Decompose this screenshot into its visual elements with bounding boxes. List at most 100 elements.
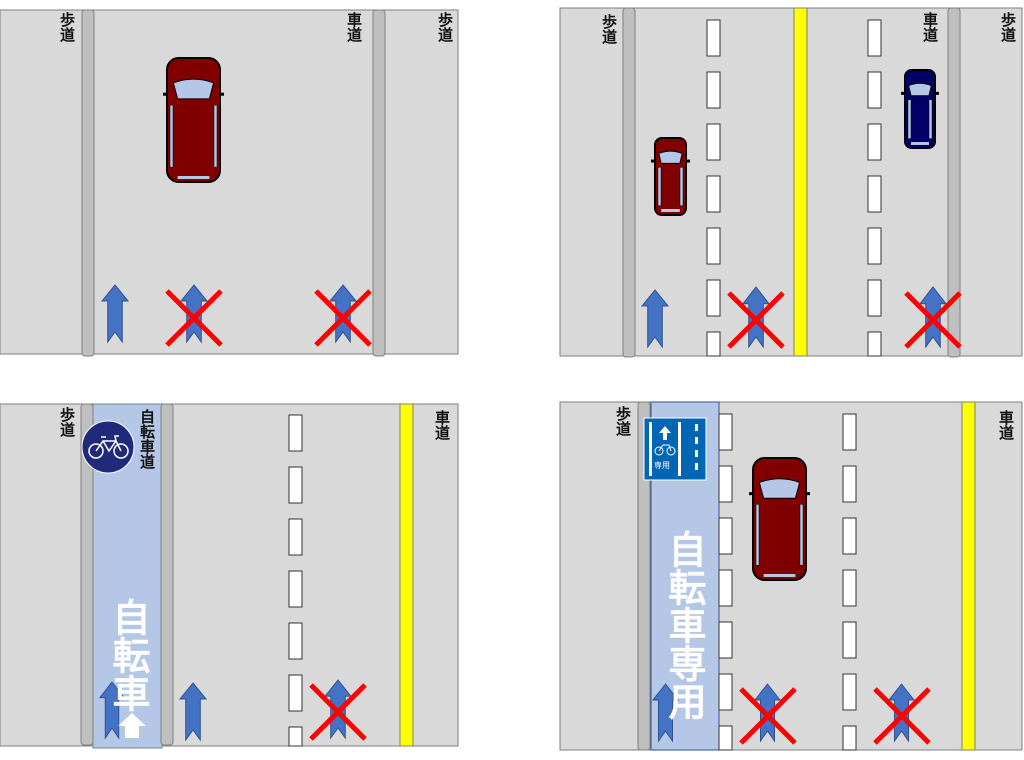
car-icon bbox=[901, 69, 939, 149]
arrow-shape bbox=[98, 681, 126, 740]
label-sidewalk: 歩道 bbox=[600, 14, 618, 44]
arrow-up-icon bbox=[100, 284, 130, 344]
lane-dash bbox=[706, 71, 721, 109]
bike-lane-marking: 自転車 bbox=[106, 598, 150, 712]
lane-dash bbox=[288, 622, 303, 660]
sign-dash bbox=[695, 424, 698, 431]
side-window bbox=[755, 504, 760, 566]
rear-window bbox=[177, 176, 210, 179]
bicycle-icon bbox=[88, 435, 129, 459]
sign-text: 専用 bbox=[654, 461, 670, 470]
side-window bbox=[799, 504, 804, 566]
center-line bbox=[399, 403, 414, 747]
lane-dash bbox=[842, 725, 857, 751]
lane-dash bbox=[706, 123, 721, 161]
lane-dash bbox=[842, 569, 857, 607]
curb bbox=[947, 7, 961, 358]
prohibited-x-icon bbox=[727, 291, 785, 349]
bicycle-icon bbox=[654, 444, 676, 456]
sign-dash bbox=[695, 450, 698, 457]
car-body bbox=[752, 457, 807, 581]
sign-line bbox=[649, 422, 652, 476]
lane-dash bbox=[706, 175, 721, 213]
sign-arrow-icon bbox=[659, 426, 671, 440]
x-stroke bbox=[314, 289, 372, 347]
windshield bbox=[758, 478, 801, 499]
center-line bbox=[793, 7, 808, 357]
side-window bbox=[907, 99, 912, 139]
lane-dash bbox=[867, 227, 882, 265]
label-sidewalk: 歩道 bbox=[58, 12, 76, 42]
lane-dash bbox=[718, 413, 733, 451]
wheel bbox=[654, 446, 664, 456]
label-roadway: 車道 bbox=[997, 410, 1015, 440]
lane-dash bbox=[718, 569, 733, 607]
side-window bbox=[679, 167, 684, 207]
x-stroke bbox=[904, 291, 962, 349]
windshield bbox=[172, 78, 215, 100]
label-bike-track: 自転車道 bbox=[138, 409, 156, 469]
road-panel-3 bbox=[0, 403, 459, 747]
curb bbox=[160, 403, 174, 746]
lane-dash bbox=[842, 621, 857, 659]
lane-dash bbox=[288, 674, 303, 712]
arrow-shape bbox=[640, 289, 670, 349]
lane-dash bbox=[718, 673, 733, 711]
label-sidewalk: 歩道 bbox=[999, 12, 1017, 42]
label-sidewalk: 歩道 bbox=[436, 12, 454, 42]
lane-dash bbox=[718, 621, 733, 659]
center-line bbox=[961, 401, 976, 751]
lane-dash bbox=[288, 414, 303, 452]
lane-dash bbox=[288, 570, 303, 608]
x-stroke bbox=[727, 291, 785, 349]
label-roadway: 車道 bbox=[345, 12, 363, 42]
prohibited-x-icon bbox=[314, 289, 372, 347]
lane-dash bbox=[288, 726, 303, 747]
lane-dash bbox=[842, 413, 857, 451]
lane-dash bbox=[867, 279, 882, 317]
rear-window bbox=[911, 142, 929, 145]
sign-line bbox=[678, 422, 681, 476]
lane-dash bbox=[842, 517, 857, 555]
label-roadway: 車道 bbox=[921, 12, 939, 42]
x-stroke bbox=[309, 683, 367, 741]
arrow-up-icon bbox=[651, 683, 680, 743]
wheel bbox=[88, 443, 104, 459]
label-roadway: 車道 bbox=[433, 410, 451, 440]
curb bbox=[637, 401, 651, 751]
sign-dash bbox=[695, 437, 698, 444]
lane-dash bbox=[718, 725, 733, 751]
x-stroke bbox=[165, 289, 223, 347]
lane-dash bbox=[718, 517, 733, 555]
curb bbox=[372, 9, 386, 357]
car-body bbox=[166, 57, 221, 183]
label-sidewalk: 歩道 bbox=[614, 406, 632, 436]
lane-dash bbox=[706, 19, 721, 57]
prohibited-x-icon bbox=[309, 683, 367, 741]
bike-lane-marking: 自転車専用 bbox=[662, 530, 706, 720]
curb bbox=[622, 7, 636, 358]
side-window bbox=[928, 99, 933, 139]
x-stroke bbox=[873, 687, 931, 745]
wheel bbox=[113, 443, 129, 459]
frame bbox=[95, 435, 122, 453]
car-icon bbox=[749, 457, 810, 581]
lane-dash bbox=[867, 331, 882, 357]
lane-dash bbox=[288, 466, 303, 504]
arrow-up-icon bbox=[640, 289, 670, 349]
lane-dash bbox=[842, 673, 857, 711]
x-stroke bbox=[739, 687, 797, 745]
prohibited-x-icon bbox=[739, 687, 797, 745]
lane-dash bbox=[706, 331, 721, 357]
white-arrow-marking bbox=[118, 713, 146, 738]
road-panel-1 bbox=[0, 9, 459, 355]
curb bbox=[81, 9, 95, 357]
prohibited-x-icon bbox=[165, 289, 223, 347]
prohibited-x-icon bbox=[904, 291, 962, 349]
arrow-shape bbox=[100, 284, 130, 344]
arrow-shape bbox=[651, 683, 680, 743]
lane-dash bbox=[718, 465, 733, 503]
car-icon bbox=[163, 57, 224, 183]
lane-dash bbox=[867, 71, 882, 109]
